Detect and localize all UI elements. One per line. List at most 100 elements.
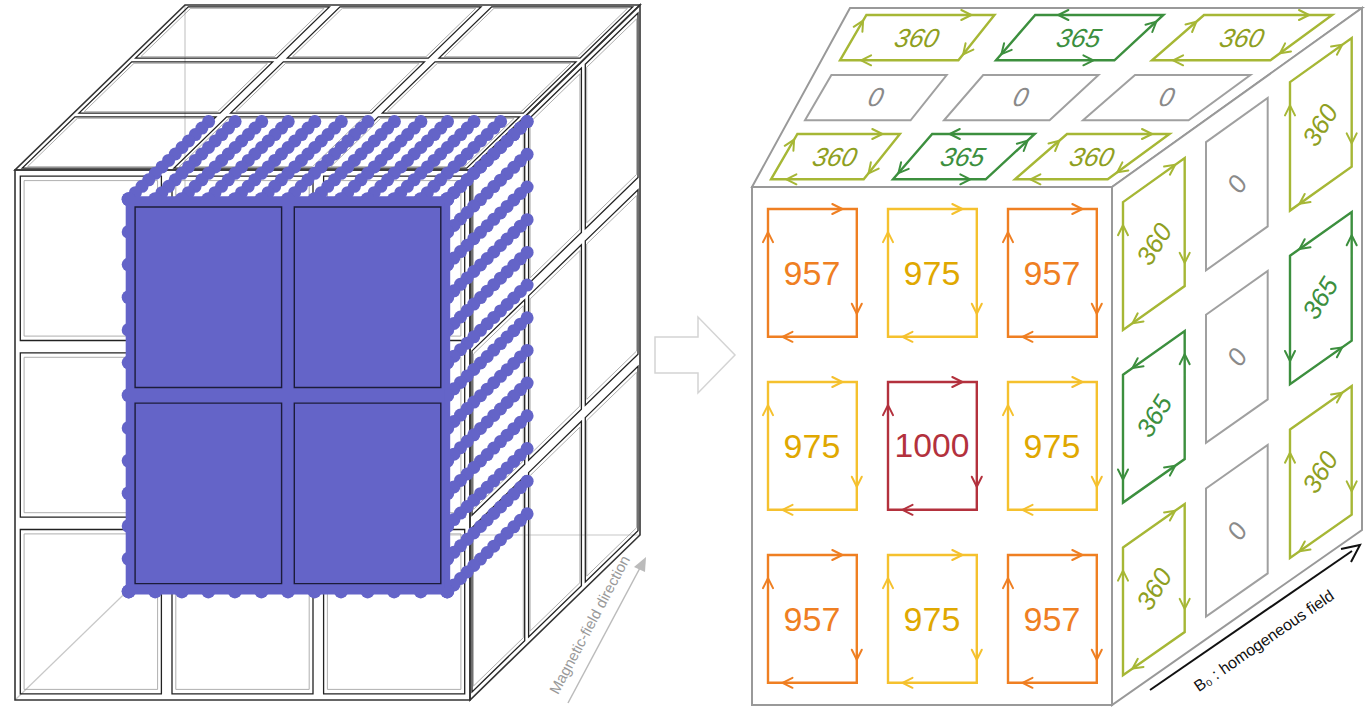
circulation-arrow <box>971 304 981 314</box>
cell-frame <box>22 117 216 168</box>
circulation-arrow <box>902 332 912 342</box>
cell-border <box>768 382 857 510</box>
cell-frame <box>174 117 368 168</box>
loop-cell: 360 <box>1115 496 1193 683</box>
precession-value: 360 <box>1217 25 1267 51</box>
cell-frame <box>585 366 638 582</box>
circulation-arrow <box>1346 482 1356 492</box>
circulation-arrow <box>1030 175 1040 185</box>
circulation-arrow <box>1173 55 1183 65</box>
precession-value: 360 <box>1067 144 1117 170</box>
cell-border <box>1289 386 1351 558</box>
cell-border <box>1015 134 1169 179</box>
circulation-arrow <box>1299 240 1310 250</box>
circulation-arrow <box>952 377 962 387</box>
circulation-arrow <box>1346 236 1356 246</box>
circulation-arrow <box>851 649 861 659</box>
circulation-arrow <box>782 505 792 515</box>
loop-cell: 0 <box>1198 90 1276 278</box>
circulation-arrow <box>872 129 882 139</box>
circulation-arrow <box>1280 44 1291 54</box>
circulation-arrow <box>1132 313 1143 323</box>
precession-value: 957 <box>784 602 841 636</box>
cell-frame <box>294 403 441 583</box>
circulation-arrow <box>1022 505 1032 515</box>
circulation-arrow <box>1118 469 1128 479</box>
circulation-arrow <box>868 163 878 174</box>
cell-frame <box>585 190 638 405</box>
cell-border <box>888 555 977 683</box>
cell-frame <box>135 403 282 583</box>
cell-border <box>1206 98 1268 270</box>
loop-cell: 975 <box>880 547 985 691</box>
loop-cell: 957 <box>1000 547 1105 691</box>
cube-face <box>752 187 1112 705</box>
circulation-arrow <box>963 43 973 54</box>
cell-frame-inner <box>530 251 580 455</box>
circulation-arrow <box>1331 45 1342 55</box>
cell-border <box>944 75 1098 120</box>
circulation-arrow <box>1164 164 1175 174</box>
cell-border <box>1008 209 1097 337</box>
circulation-arrow <box>784 140 793 151</box>
circulation-arrow <box>1022 332 1032 342</box>
cell-border <box>888 382 977 510</box>
cell-frame-inner <box>587 196 637 400</box>
circulation-arrow <box>960 175 970 185</box>
precession-value: 957 <box>784 256 841 290</box>
cell-frame <box>585 13 638 229</box>
precession-value: 975 <box>904 602 961 636</box>
circulation-arrow <box>1083 55 1093 65</box>
loop-cell: 360 <box>832 7 1003 68</box>
loop-cell: 0 <box>936 67 1107 128</box>
loop-cell: 0 <box>797 67 955 128</box>
circulation-arrow <box>1072 550 1082 560</box>
cell-border <box>1289 212 1351 384</box>
cell-border <box>1008 382 1097 510</box>
circulation-arrow <box>1003 578 1013 588</box>
spin-front <box>129 199 448 591</box>
circulation-arrow <box>854 21 863 32</box>
field-direction-head <box>634 557 646 572</box>
circulation-arrow <box>883 233 893 243</box>
circulation-arrow <box>763 233 773 243</box>
cell-frame <box>529 421 582 637</box>
circulation-arrow <box>1016 141 1027 151</box>
cell-frame <box>136 7 330 58</box>
circulation-arrow <box>1003 233 1013 243</box>
circulation-arrow <box>883 405 893 415</box>
loop-cell: 0 <box>1198 437 1276 625</box>
loop-cell: 365 <box>1282 204 1360 392</box>
circulation-arrow <box>1346 134 1356 144</box>
cell-frame-inner <box>473 482 523 686</box>
circulation-arrow <box>1331 348 1342 358</box>
precession-value: 957 <box>1024 602 1081 636</box>
cube-edge <box>470 5 640 700</box>
cell-frame-inner <box>179 118 362 166</box>
cell-frame-inner <box>587 19 637 223</box>
circulation-arrow <box>832 377 842 387</box>
precession-value: 975 <box>904 256 961 290</box>
result-cube-outline <box>752 8 1362 705</box>
cell-border <box>893 134 1035 179</box>
circulation-arrow <box>952 204 962 214</box>
circulation-arrow <box>1299 194 1310 204</box>
precession-value: 975 <box>1024 429 1081 463</box>
circulation-arrow <box>1132 358 1143 368</box>
loop-cell: 365 <box>988 7 1171 68</box>
cell-border <box>1123 504 1185 675</box>
cell-border <box>1152 15 1332 60</box>
axis-label: Magnetic-field direction <box>547 553 634 697</box>
circulation-arrow <box>898 163 908 174</box>
circulation-arrow <box>832 204 842 214</box>
circulation-arrow <box>1117 163 1128 173</box>
circulation-arrow <box>883 578 893 588</box>
circulation-arrow <box>1142 129 1152 139</box>
circulation-arrow <box>832 550 842 560</box>
circulation-arrow <box>1048 141 1059 151</box>
circulation-arrow <box>902 678 912 688</box>
circulation-arrow <box>1299 10 1309 20</box>
circulation-arrow <box>1331 393 1342 403</box>
loop-cell: 957 <box>760 547 865 691</box>
